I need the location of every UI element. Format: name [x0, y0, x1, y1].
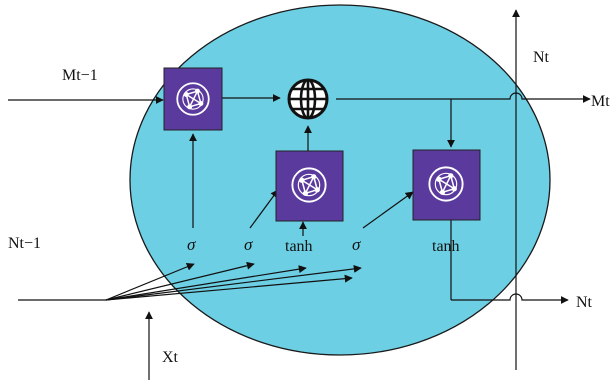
gate-unit-1 — [163, 67, 223, 131]
label-sigma-2: σ — [244, 235, 253, 254]
fan-line-3 — [105, 265, 307, 301]
merge-op — [287, 78, 329, 120]
label-n-prev: Nt−1 — [8, 235, 41, 252]
sigma3-to-unit4-line — [362, 191, 414, 229]
label-n-t-top: Nt — [533, 49, 550, 66]
label-m-prev: Mt−1 — [62, 67, 98, 84]
fan-line-1 — [105, 263, 195, 301]
label-x-t: Xt — [162, 349, 179, 366]
fan-line-4 — [105, 264, 362, 301]
fan-line-2 — [105, 261, 255, 301]
label-m-t-out: Mt — [591, 93, 610, 110]
label-sigma-1: σ — [187, 235, 196, 254]
fan-line-5 — [105, 274, 353, 301]
gate-unit-4 — [412, 149, 481, 221]
label-n-t-out: Nt — [576, 294, 593, 311]
label-sigma-3: σ — [352, 235, 361, 254]
globe-icon — [289, 78, 327, 120]
label-tanh-1: tanh — [285, 238, 313, 255]
gate-unit-3 — [275, 150, 344, 222]
sigma2-to-unit3-line — [249, 189, 279, 229]
label-tanh-2: tanh — [432, 238, 460, 255]
